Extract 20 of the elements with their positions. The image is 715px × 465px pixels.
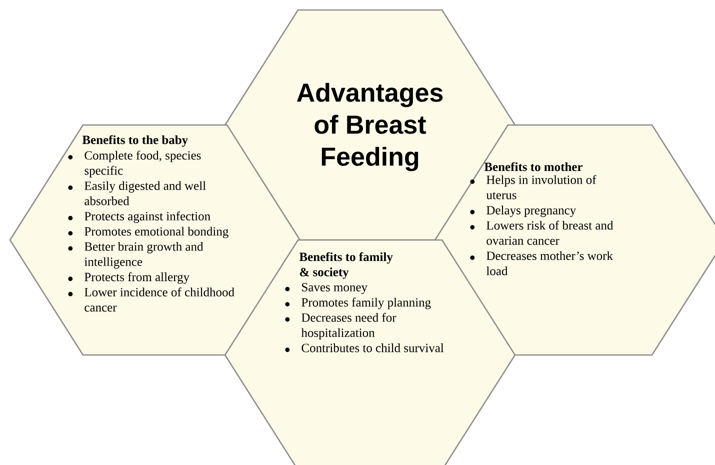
bullet-item: Decreases mother’s work load <box>470 251 613 276</box>
bullet-item: Lower incidence of childhood cancer <box>68 288 234 312</box>
bullet-item: Promotes emotional bonding <box>68 226 228 238</box>
bullet-item: Contributes to child survival <box>285 343 444 352</box>
bullet-item: Helps in involution of uterus <box>470 175 596 200</box>
bullet-item: Protects against infection <box>68 212 210 223</box>
bullet-item: Delays pregnancy <box>470 206 576 217</box>
bullet-item: Better brain growth and intelligence <box>68 242 204 269</box>
panel-heading: Benefits to mother <box>484 162 582 172</box>
bullet-item: Lowers risk of breast and ovarian cancer <box>470 220 614 245</box>
bullet-item: Decreases need for hospitalization <box>285 312 396 340</box>
panel-heading: Benefits to family & society <box>299 252 393 279</box>
bullet-item: Protects from allergy <box>68 272 190 284</box>
bullet-item: Promotes family planning <box>285 298 431 310</box>
bullet-item: Complete food, species specific <box>68 150 201 178</box>
panel-heading: Benefits to the baby <box>82 135 188 147</box>
bullet-item: Easily digested and well absorbed <box>68 181 206 206</box>
hexagon-panel <box>9 124 301 356</box>
hexagon-title: Advantages of Breast Feeding <box>296 82 443 172</box>
bullet-item: Saves money <box>285 283 368 294</box>
